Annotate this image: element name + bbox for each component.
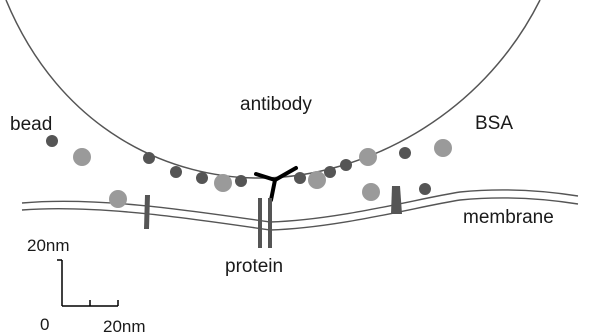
light-dot — [359, 148, 377, 166]
scale-origin-label: 0 — [40, 315, 49, 334]
dark-dot — [399, 147, 411, 159]
dark-dot — [170, 166, 182, 178]
light-dot — [73, 148, 91, 166]
light-dot — [214, 174, 232, 192]
label-bsa: BSA — [475, 113, 513, 134]
dark-dot — [235, 175, 247, 187]
dark-dot — [143, 152, 155, 164]
dark-dot — [340, 159, 352, 171]
dark-dot — [324, 166, 336, 178]
light-dot — [308, 171, 326, 189]
label-bead: bead — [10, 114, 52, 135]
dark-dot — [419, 183, 431, 195]
membrane-protein — [258, 198, 272, 248]
light-dot — [362, 183, 380, 201]
dark-dot — [196, 172, 208, 184]
antibody-shape — [256, 168, 296, 200]
membrane-marker-left — [144, 195, 150, 229]
dark-dot — [46, 135, 58, 147]
scale-y-label: 20nm — [27, 236, 70, 255]
light-dot — [434, 139, 452, 157]
light-dot — [109, 190, 127, 208]
scale-bar — [57, 260, 118, 306]
label-membrane: membrane — [463, 207, 554, 228]
label-antibody: antibody — [240, 94, 312, 115]
scale-x-label: 20nm — [103, 317, 146, 335]
membrane-marker-right — [391, 186, 402, 214]
label-protein: protein — [225, 256, 283, 277]
dark-dot — [294, 172, 306, 184]
